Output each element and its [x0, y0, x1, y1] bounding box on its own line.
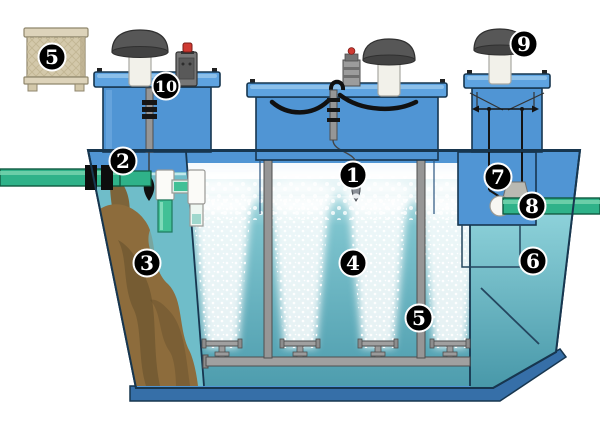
label-8-outlet: 8	[517, 191, 547, 221]
clarifier-hopper-slope	[480, 287, 540, 345]
riser-right	[463, 70, 551, 153]
vent-center	[362, 38, 416, 97]
label-2-inlet: 2	[108, 146, 138, 176]
alarm-light-icon	[182, 42, 193, 53]
svg-text:4: 4	[346, 251, 360, 275]
air-hoses	[269, 92, 419, 115]
air-manifold	[202, 354, 471, 369]
surface-foam	[187, 163, 470, 226]
transfer-tee	[155, 169, 206, 233]
svg-text:2: 2	[116, 149, 130, 173]
air-diffusers	[201, 338, 471, 358]
label-7-effluent-filter: 7	[483, 162, 513, 192]
pipe-coupling	[101, 165, 113, 190]
svg-text:9: 9	[517, 32, 531, 56]
svg-text:6: 6	[526, 249, 540, 273]
vent-left	[111, 29, 169, 87]
label-4-aeration-chamber: 4	[338, 248, 368, 278]
control-panel	[175, 42, 198, 87]
outlet-housing-skirt	[461, 225, 521, 268]
trash-compartment	[92, 172, 204, 386]
label-9-access-riser: 9	[509, 29, 539, 59]
svg-text:3: 3	[140, 251, 154, 275]
mushroom-cap-icon	[362, 38, 416, 61]
svg-text:7: 7	[491, 165, 505, 189]
label-10-control-panel: 10	[151, 71, 181, 101]
label-1-float-switch: 1	[338, 160, 368, 190]
svg-text:1: 1	[346, 163, 360, 187]
aeration-chamber	[187, 163, 470, 386]
label-6-clarifier: 6	[518, 246, 548, 276]
air-valve-device	[342, 47, 361, 87]
svg-text:5: 5	[412, 306, 426, 330]
svg-text:5: 5	[45, 45, 59, 69]
svg-text:8: 8	[525, 194, 539, 218]
labels-layer: 5 10 9 2 1 3 4 5 78 6	[37, 29, 548, 333]
label-5-air-supply-line: 5	[404, 303, 434, 333]
label-3-trash-compartment: 3	[132, 248, 162, 278]
label-5-air-pump-box: 5	[37, 42, 67, 72]
svg-text:10: 10	[155, 77, 177, 96]
red-indicator-icon	[347, 47, 356, 55]
mushroom-cap-icon	[111, 29, 169, 53]
